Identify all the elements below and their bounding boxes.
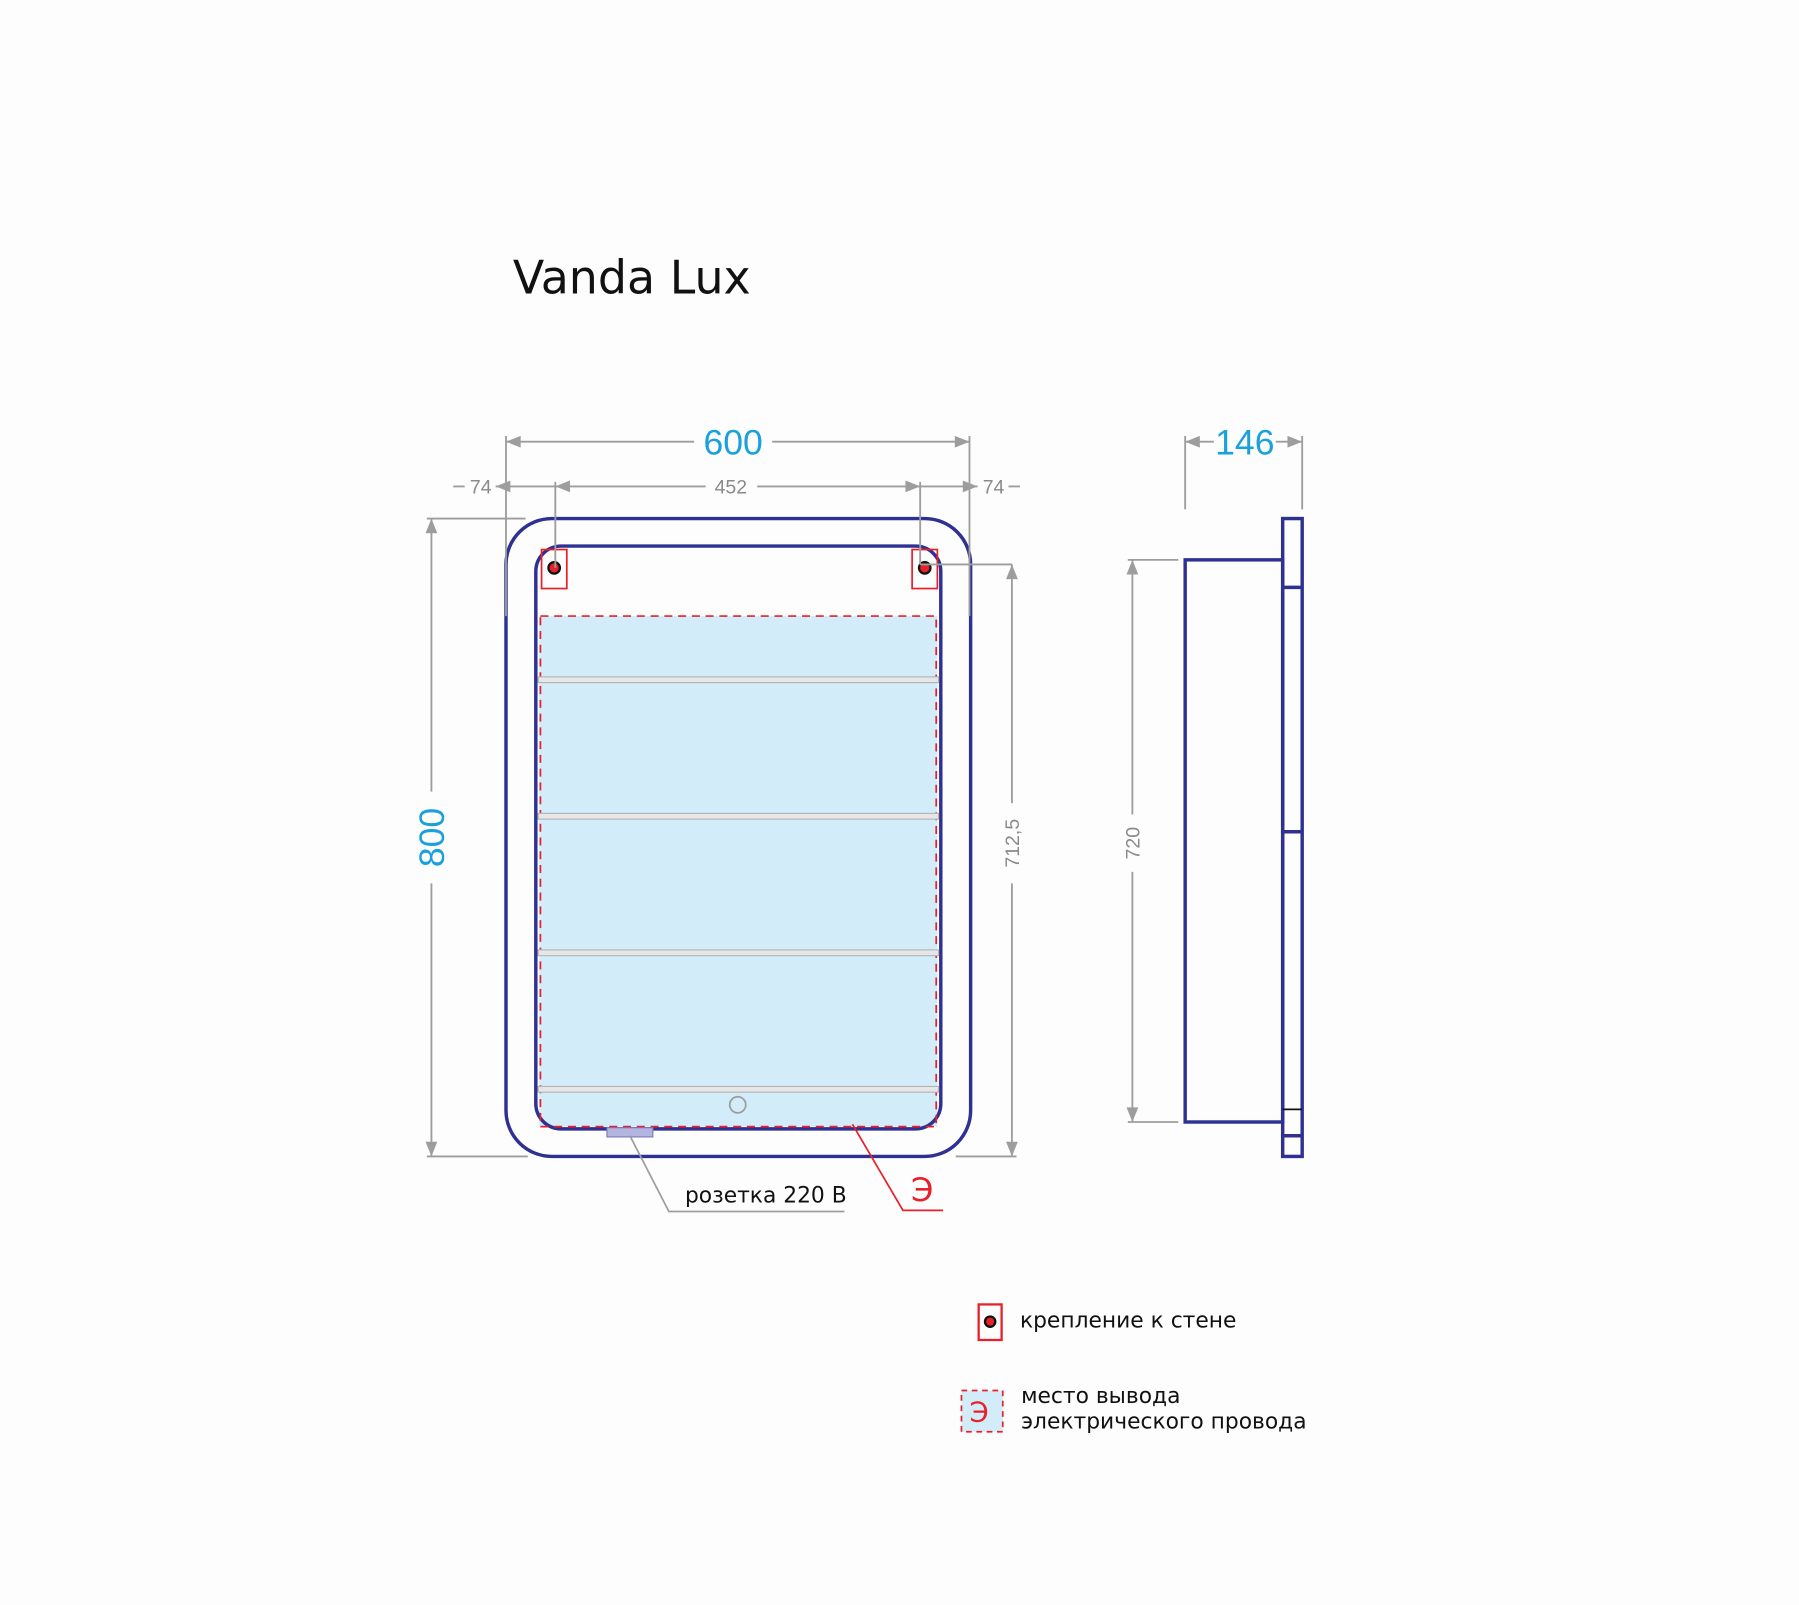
- mount-box-left: [540, 548, 568, 590]
- socket: [606, 1127, 654, 1138]
- glass-area: [539, 616, 938, 1127]
- legend-wire-label-2: электрического провода: [1021, 1409, 1307, 1434]
- offset-right-label: 74: [983, 476, 1005, 498]
- dimension-712: 712,5: [955, 564, 1024, 1158]
- shelf: [537, 1085, 940, 1093]
- mount-height-label: 712,5: [1002, 819, 1024, 868]
- wire-zone: [539, 615, 938, 1128]
- offset-left-label: 74: [470, 476, 492, 498]
- dimension-600: 600: [505, 422, 971, 617]
- depth-label: 146: [1215, 422, 1274, 462]
- side-height-label: 720: [1122, 827, 1144, 860]
- sensor-button: [728, 1095, 747, 1114]
- legend-mount-label: крепление к стене: [1020, 1308, 1236, 1333]
- mirror-panel: [1280, 516, 1304, 1159]
- legend-wire-icon: [960, 1389, 1004, 1433]
- dimension-720: 720: [1122, 558, 1179, 1123]
- mount-spacing-label: 452: [715, 476, 748, 498]
- front-view: [504, 516, 973, 1159]
- legend-wire-label-1: место вывода: [1021, 1384, 1180, 1409]
- dimension-452: 452 74 74: [453, 476, 1020, 568]
- electric-callout: Э: [851, 1123, 944, 1212]
- height-label: 800: [412, 808, 452, 867]
- shelf: [537, 676, 940, 684]
- electric-mark: Э: [911, 1171, 933, 1209]
- legend: крепление к стене Э место вывода электри…: [960, 1303, 1307, 1434]
- shelf: [537, 949, 940, 957]
- mount-point-left: [547, 561, 562, 575]
- cabinet-body: [1183, 558, 1285, 1124]
- mount-box-right: [911, 548, 939, 590]
- inner-frame: [534, 544, 943, 1131]
- socket-label: розетка 220 В: [685, 1183, 847, 1208]
- shelves: [537, 676, 940, 1093]
- legend-wire-mark: Э: [969, 1396, 988, 1428]
- width-label: 600: [703, 422, 762, 462]
- shelf: [537, 812, 940, 820]
- dimension-146: 146: [1184, 422, 1304, 510]
- page-title: Vanda Lux: [513, 251, 751, 305]
- dimension-800: 800: [412, 517, 528, 1158]
- legend-mount-icon: [977, 1303, 1003, 1342]
- side-view: [1183, 516, 1304, 1159]
- outer-frame: [504, 516, 973, 1159]
- socket-callout: розетка 220 В: [629, 1135, 847, 1213]
